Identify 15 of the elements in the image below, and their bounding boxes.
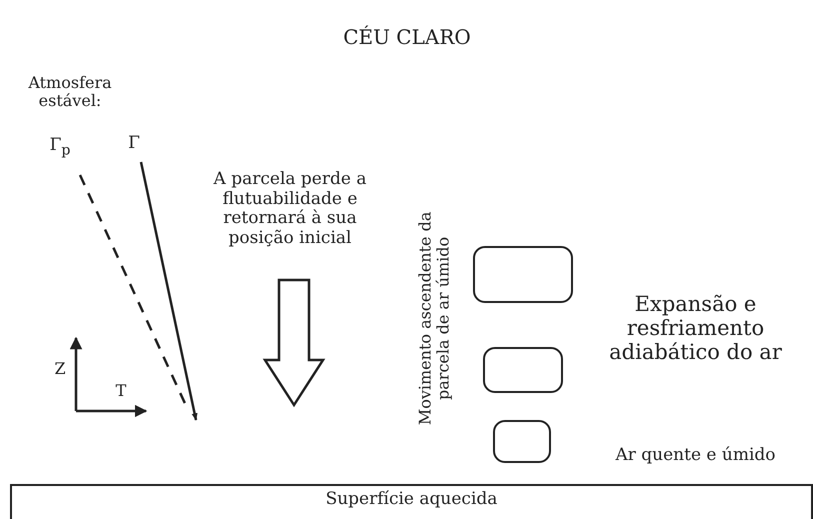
expansion-label: Expansão e resfriamento adiabático do ar xyxy=(608,292,783,364)
temperature-axis-label: T xyxy=(114,382,128,400)
height-axis-label: Z xyxy=(53,360,67,378)
ascent-label: Movimento ascendente da parcela de ar úmido xyxy=(416,210,454,428)
warm-air-label: Ar quente e úmido xyxy=(614,446,777,466)
diagram-title: CÉU CLARO xyxy=(342,26,472,49)
air-parcel-box xyxy=(483,347,563,393)
surface-label: Superfície aquecida xyxy=(324,489,498,509)
air-parcel-box xyxy=(493,420,551,463)
air-parcel-box xyxy=(473,246,573,303)
stability-label: Atmosfera estável: xyxy=(27,74,113,111)
parcel-lapse-symbol: Γ$_{p}$ xyxy=(48,136,72,159)
ground-surface-bar xyxy=(10,484,813,519)
environment-lapse-symbol: Γ xyxy=(127,134,141,154)
buoyancy-note: A parcela perde a flutuabilidade e retornará à sua posição inicial xyxy=(212,170,368,248)
